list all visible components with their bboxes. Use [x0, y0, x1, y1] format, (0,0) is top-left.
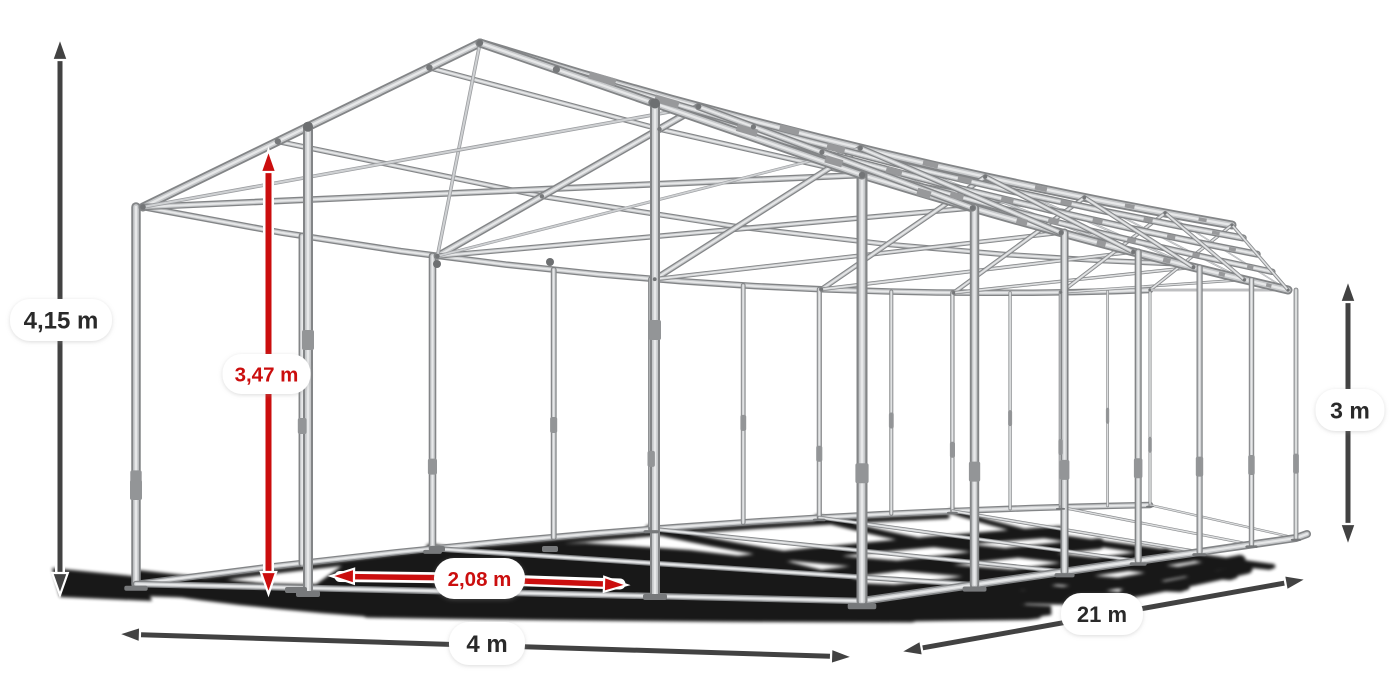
svg-text:4,15 m: 4,15 m	[24, 308, 99, 335]
svg-text:2,08 m: 2,08 m	[448, 568, 512, 591]
svg-text:4 m: 4 m	[466, 631, 507, 658]
svg-text:21 m: 21 m	[1077, 602, 1127, 627]
svg-text:3 m: 3 m	[1330, 397, 1370, 423]
svg-text:3,47 m: 3,47 m	[235, 363, 299, 386]
